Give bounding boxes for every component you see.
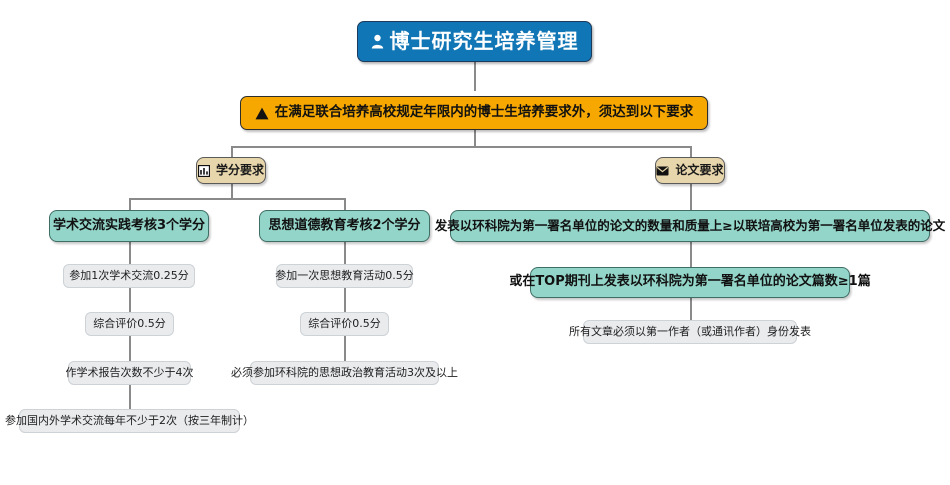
node-category-credit-label: 学分要求 <box>215 162 264 177</box>
node-detail-exchange-2[interactable]: 作学术报告次数不少于4次 <box>65 361 194 385</box>
envelope-icon <box>656 166 669 176</box>
connector-req-1-to-detail-0 <box>344 242 346 264</box>
node-detail-moral-0-label: 参加一次思想教育活动0.5分 <box>275 268 414 282</box>
connector-req-0-to-detail-0 <box>129 242 131 264</box>
node-title[interactable]: 博士研究生培养管理 <box>357 21 592 62</box>
connector-notice-down <box>474 130 476 147</box>
node-detail-exchange-3[interactable]: 参加国内外学术交流每年不少于2次（按三年制计） <box>5 409 254 433</box>
node-requirement-academic-exchange-label: 学术交流实践考核3个学分 <box>52 217 206 233</box>
connector-category-1-to-req-2 <box>690 184 692 210</box>
connector-mid-detail-1-to-2 <box>344 336 346 361</box>
connector-title-to-notice <box>474 62 476 91</box>
connector-category-0-down <box>231 184 233 199</box>
node-title-label: 博士研究生培养管理 <box>389 29 579 53</box>
connector-req-3-to-detail <box>690 298 692 320</box>
calendar-icon <box>197 164 210 177</box>
node-detail-exchange-0-label: 参加1次学术交流0.25分 <box>69 268 189 282</box>
node-detail-exchange-2-label: 作学术报告次数不少于4次 <box>65 365 194 379</box>
connector-bus-to-req-1 <box>344 198 346 210</box>
connector-bus-to-category-0 <box>231 146 233 157</box>
node-requirement-paper-quantity[interactable]: 发表以环科院为第一署名单位的论文的数量和质量上≥以联培高校为第一署名单位发表的论… <box>435 210 945 242</box>
person-icon <box>371 34 384 49</box>
node-requirement-top-journal[interactable]: 或在TOP期刊上发表以环科院为第一署名单位的论文篇数≥1篇 <box>509 267 871 298</box>
connector-req-bus-left <box>129 198 345 200</box>
node-requirement-academic-exchange[interactable]: 学术交流实践考核3个学分 <box>49 210 209 242</box>
connector-mid-detail-0-to-1 <box>344 288 346 312</box>
warning-triangle-icon <box>255 107 269 120</box>
connector-detail-0-to-1 <box>129 288 131 312</box>
node-requirement-moral-education-label: 思想道德教育考核2个学分 <box>268 217 421 233</box>
connector-bus-to-category-1 <box>690 146 692 157</box>
node-detail-exchange-1-label: 综合评价0.5分 <box>93 316 166 330</box>
node-detail-moral-2[interactable]: 必须参加环科院的思想政治教育活动3次及以上 <box>231 361 458 385</box>
node-detail-moral-1[interactable]: 综合评价0.5分 <box>300 312 389 336</box>
node-category-credit[interactable]: 学分要求 <box>196 157 266 184</box>
node-detail-authorship-label: 所有文章必须以第一作者（或通讯作者）身份发表 <box>569 324 811 338</box>
node-notice-label: 在满足联合培养高校规定年限内的博士生培养要求外，须达到以下要求 <box>274 104 694 121</box>
connector-req-2-to-req-3 <box>690 242 692 267</box>
connector-bus-to-req-0 <box>129 198 131 210</box>
node-requirement-moral-education[interactable]: 思想道德教育考核2个学分 <box>259 210 430 242</box>
node-category-thesis-label: 论文要求 <box>675 162 724 177</box>
node-detail-exchange-0[interactable]: 参加1次学术交流0.25分 <box>63 264 195 288</box>
node-requirement-paper-quantity-label: 发表以环科院为第一署名单位的论文的数量和质量上≥以联培高校为第一署名单位发表的论… <box>434 217 946 233</box>
node-detail-exchange-3-label: 参加国内外学术交流每年不少于2次（按三年制计） <box>5 413 254 427</box>
connector-detail-1-to-2 <box>129 336 131 361</box>
node-requirement-top-journal-label: 或在TOP期刊上发表以环科院为第一署名单位的论文篇数≥1篇 <box>509 274 871 290</box>
connector-category-bus <box>231 146 691 148</box>
connector-detail-2-to-3 <box>129 385 131 409</box>
node-detail-moral-2-label: 必须参加环科院的思想政治教育活动3次及以上 <box>231 365 458 379</box>
node-detail-moral-1-label: 综合评价0.5分 <box>308 316 381 330</box>
node-detail-exchange-1[interactable]: 综合评价0.5分 <box>85 312 174 336</box>
node-detail-authorship[interactable]: 所有文章必须以第一作者（或通讯作者）身份发表 <box>569 320 811 344</box>
node-notice[interactable]: 在满足联合培养高校规定年限内的博士生培养要求外，须达到以下要求 <box>240 96 708 130</box>
node-detail-moral-0[interactable]: 参加一次思想教育活动0.5分 <box>275 264 414 288</box>
node-category-thesis[interactable]: 论文要求 <box>655 157 725 184</box>
